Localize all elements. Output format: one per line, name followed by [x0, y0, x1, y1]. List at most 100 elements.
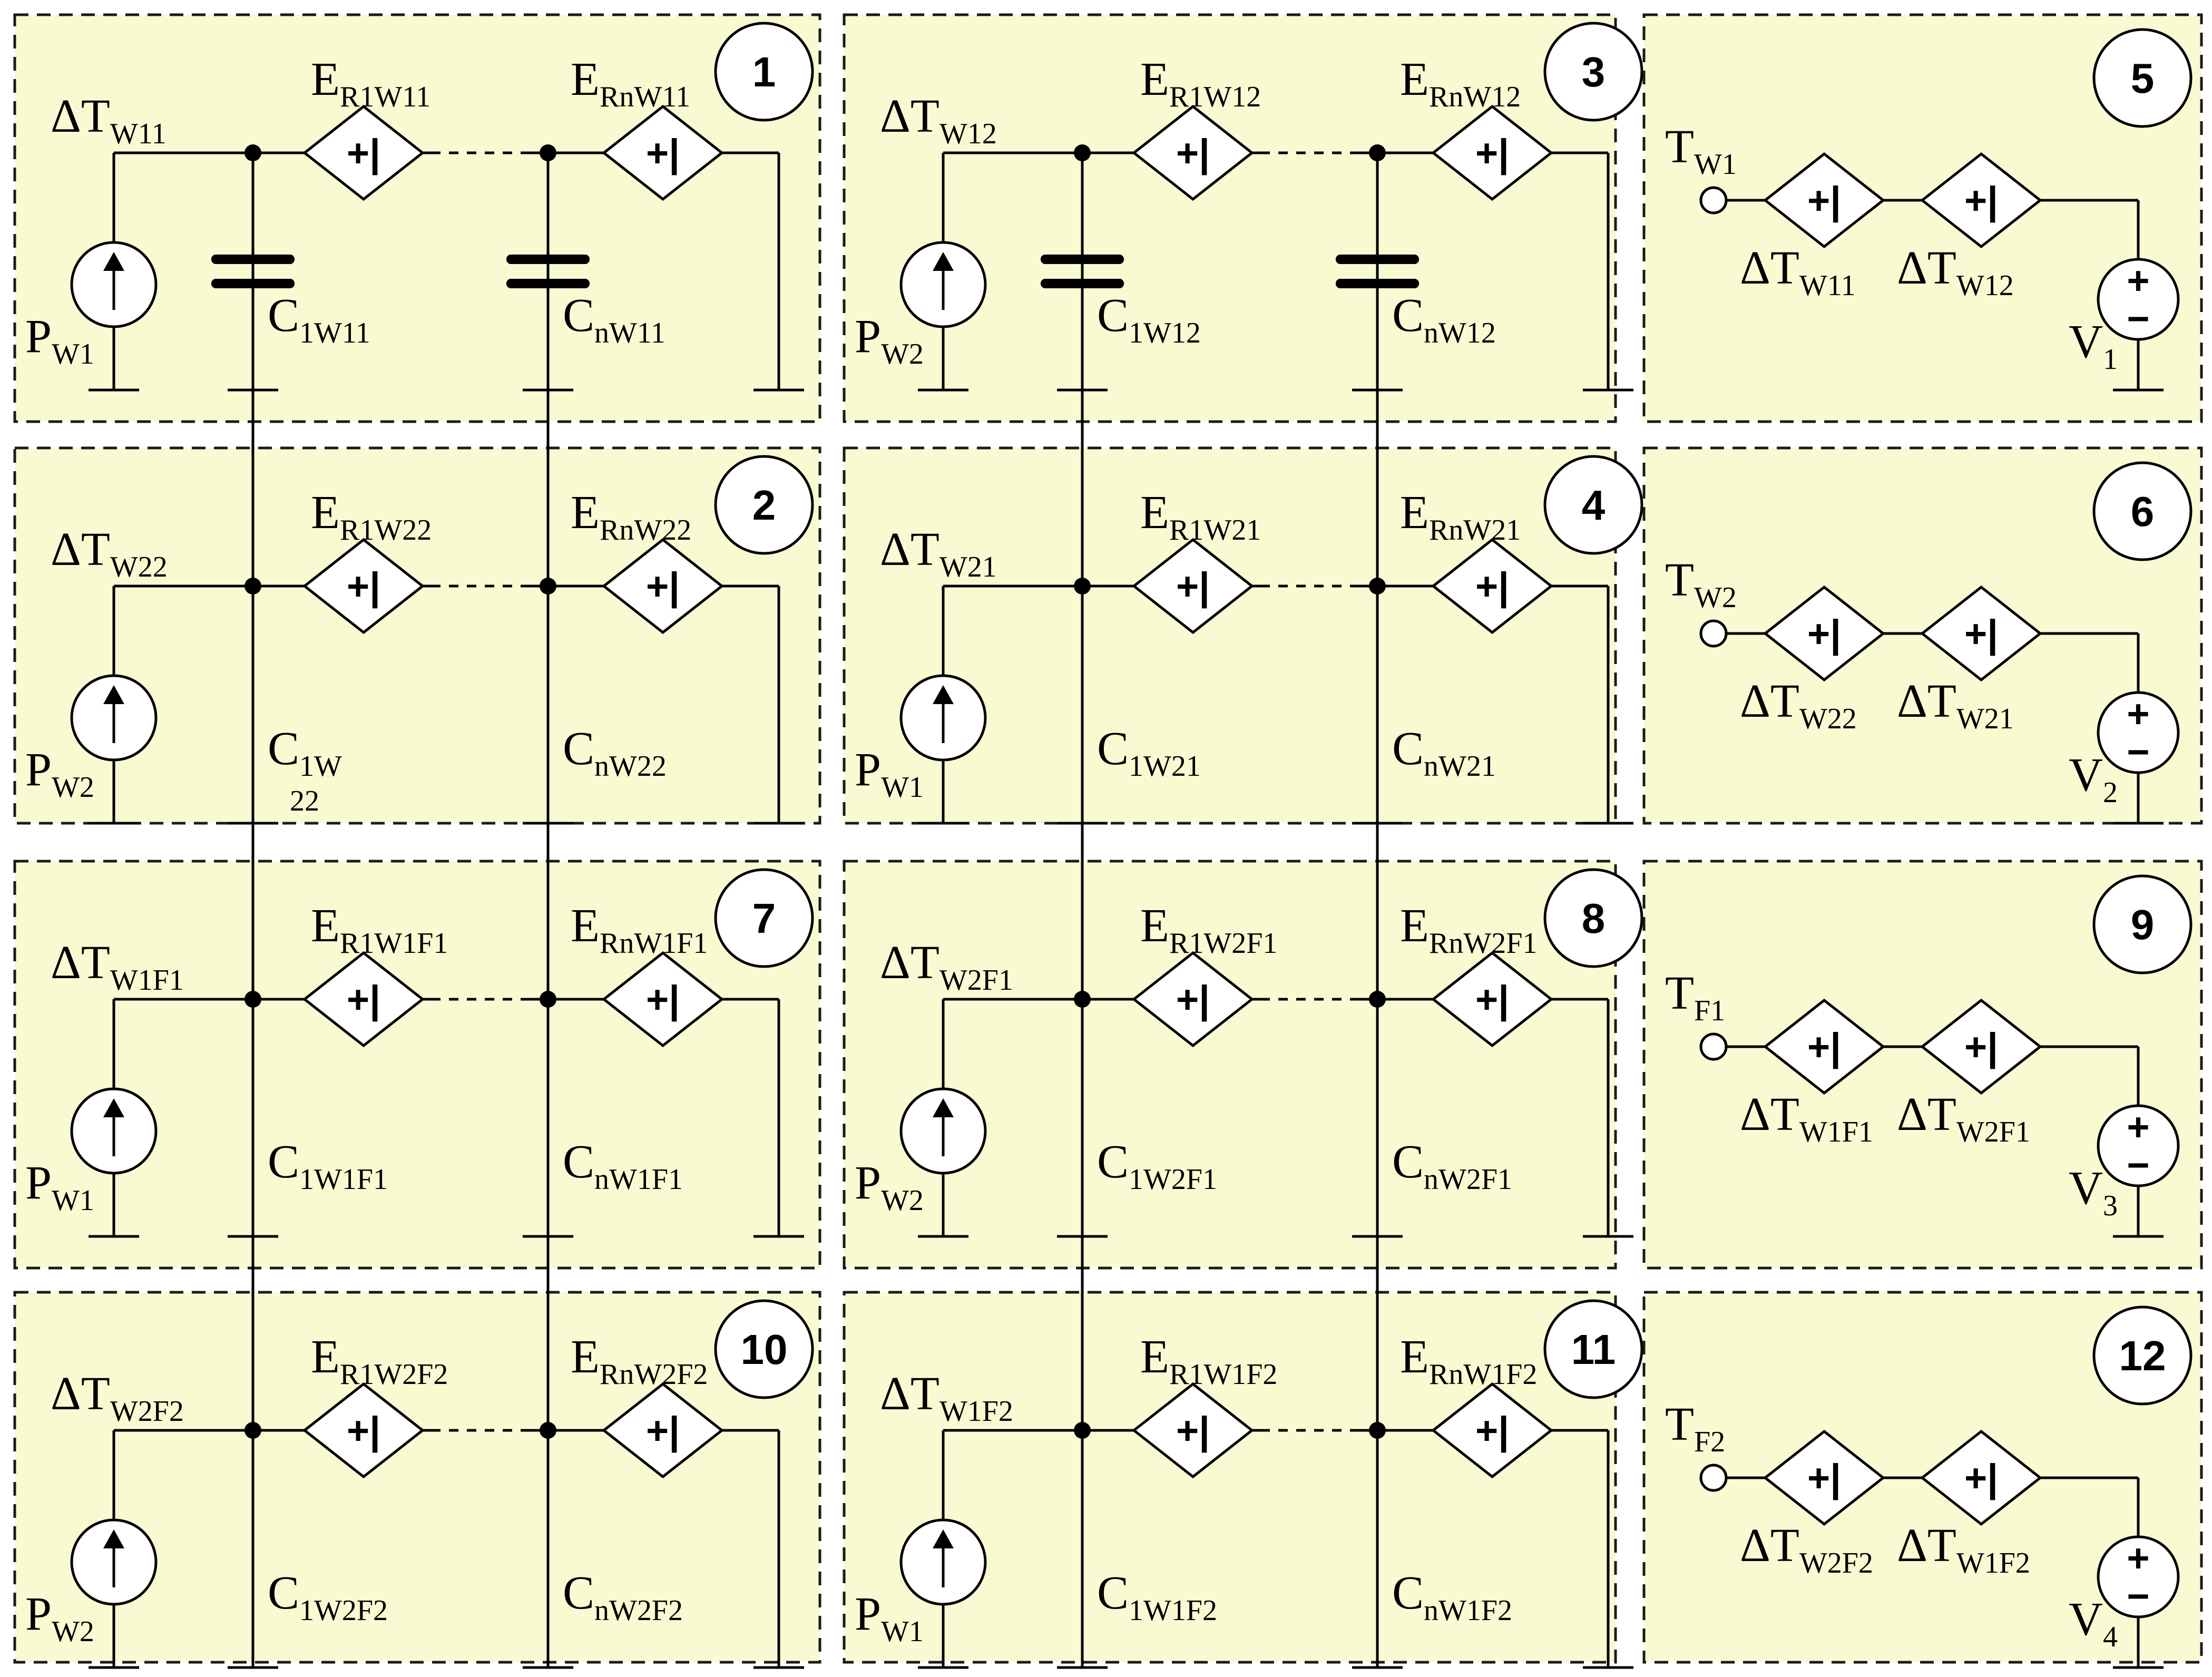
controlled-source-1-label-sub: R1W11: [340, 81, 430, 113]
voltage-source-plus: +: [2127, 1105, 2149, 1149]
sum-source-2-label-sub: W12: [1956, 269, 2014, 302]
terminal-label: TW1: [1665, 121, 1737, 181]
panel-number: 6: [2131, 488, 2155, 535]
controlled-source-n-label-main: E: [1400, 1331, 1429, 1383]
capacitor-1-label-main: C: [268, 1136, 299, 1188]
capacitor-1-label-main: C: [1097, 1567, 1129, 1619]
source-label-main: P: [25, 1157, 52, 1209]
current-source-arrow-icon: [103, 252, 124, 271]
node-label: ΔTW22: [51, 523, 168, 583]
controlled-source-1-sign: +|: [347, 978, 380, 1022]
sum-source-1-label-sub: W2F2: [1799, 1547, 1873, 1579]
controlled-source-1-label-sub: R1W12: [1169, 81, 1261, 113]
controlled-source-1-label-sub: R1W1F1: [340, 927, 448, 960]
controlled-source-1-label: ER1W2F1: [1140, 900, 1277, 960]
panel-number-badge: [2092, 461, 2193, 561]
source-label-sub: W2: [52, 771, 94, 804]
source-label-main: P: [855, 1157, 881, 1209]
panel-frame: [843, 860, 1617, 1270]
voltage-source-label-sub: 3: [2103, 1189, 2118, 1222]
capacitor-n-label: CnW21: [1392, 723, 1496, 783]
capacitor-n-label-sub: nW2F2: [594, 1594, 683, 1627]
capacitor-1-label-sub: 1W2F2: [299, 1594, 388, 1627]
sum-source-1-label-sub: W11: [1799, 269, 1856, 302]
controlled-source-1-label: ER1W1F1: [311, 900, 448, 960]
capacitor-1-label-sub: 1W11: [299, 317, 370, 349]
panel-number-badge: [1543, 455, 1643, 555]
capacitor-1-label-main: C: [1097, 1136, 1129, 1188]
terminal-node: [1699, 1464, 1728, 1492]
node-label-main: ΔT: [880, 937, 939, 989]
panel-number-badge: [714, 455, 814, 555]
controlled-source-1: [302, 104, 425, 201]
controlled-source-n-label-sub: RnW12: [1429, 81, 1521, 113]
voltage-source-label-sub: 4: [2103, 1621, 2118, 1653]
panel-number: 4: [1582, 482, 1606, 529]
controlled-source-n-label-sub: RnW1F2: [1429, 1358, 1537, 1391]
node-label: ΔTW1F2: [880, 1368, 1013, 1428]
panel-number-badge: [2092, 1305, 2193, 1406]
controlled-source-1-label-main: E: [311, 1331, 340, 1383]
source-label-sub: W1: [52, 1184, 94, 1217]
source-label-main: P: [25, 310, 52, 363]
sum-source-1-label-main: ΔT: [1740, 1519, 1799, 1572]
capacitor-1-label: C1W1F2: [1097, 1567, 1217, 1627]
controlled-source-n-label-sub: RnW2F2: [600, 1358, 708, 1391]
panel-number: 8: [1582, 895, 1606, 942]
capacitor-n-label-main: C: [563, 1136, 594, 1188]
panel-number: 10: [741, 1326, 788, 1373]
node-label-sub: W1F1: [110, 964, 184, 997]
capacitor-1-label-extra-text: 22: [290, 785, 319, 817]
node-label: ΔTW11: [51, 90, 167, 150]
controlled-source-1-sign: +|: [1176, 564, 1210, 609]
controlled-source-1-sign: +|: [1176, 1409, 1210, 1453]
controlled-source-1: [1131, 951, 1255, 1048]
controlled-source-n: [1431, 1382, 1554, 1479]
panel-number-badge: [2092, 28, 2193, 128]
capacitor-n-label: CnW11: [563, 289, 665, 349]
capacitor-1-label: C1W2F2: [268, 1567, 388, 1627]
sum-controlled-source-2-sign: +|: [1964, 612, 1998, 656]
controlled-source-1-label: ER1W2F2: [311, 1331, 448, 1391]
node-label: ΔTW2F2: [51, 1368, 184, 1428]
controlled-source-n-label: ERnW21: [1400, 486, 1521, 547]
panel-number: 9: [2131, 901, 2155, 948]
panel-frame: [13, 13, 821, 423]
controlled-source-1-label-main: E: [311, 53, 340, 105]
sum-source-1-label: ΔTW22: [1740, 675, 1857, 735]
panel-number-badge: [714, 1299, 814, 1399]
controlled-source-1: [302, 951, 425, 1048]
controlled-source-n-label: ERnW2F1: [1400, 900, 1537, 960]
capacitor-n-label-sub: nW22: [594, 750, 667, 783]
junction-dot: [244, 1422, 261, 1439]
controlled-source-n-label: ERnW12: [1400, 53, 1521, 113]
panel-number-badge: [2092, 874, 2193, 974]
controlled-source-n-label-main: E: [571, 53, 600, 105]
current-source-arrow-icon: [933, 252, 954, 271]
junction-dot: [1369, 144, 1386, 161]
controlled-source-n-label-sub: RnW22: [600, 514, 691, 547]
controlled-source-n-label-main: E: [1400, 486, 1429, 539]
capacitor-n-label-sub: nW1F2: [1424, 1594, 1512, 1627]
controlled-source-1-label-main: E: [1140, 1331, 1169, 1383]
terminal-label: TF2: [1665, 1398, 1725, 1458]
controlled-source-n-label: ERnW2F2: [571, 1331, 708, 1391]
capacitor-1-label-sub: 1W2F1: [1129, 1163, 1217, 1196]
current-source-arrow-icon: [103, 1529, 124, 1548]
controlled-source-1: [302, 1382, 425, 1479]
source-label: PW1: [855, 744, 924, 804]
controlled-source-1: [302, 538, 425, 635]
node-label-main: ΔT: [51, 1368, 110, 1420]
source-label-sub: W2: [881, 338, 924, 370]
source-label: PW1: [25, 310, 94, 370]
controlled-source-1-label-sub: R1W22: [340, 514, 432, 547]
capacitor-n-label: CnW1F2: [1392, 1567, 1512, 1627]
panel-frame: [13, 446, 821, 825]
capacitor-n-label: CnW2F1: [1392, 1136, 1512, 1196]
voltage-source-plus: +: [2127, 259, 2149, 303]
voltage-source-minus: −: [2127, 1574, 2149, 1618]
